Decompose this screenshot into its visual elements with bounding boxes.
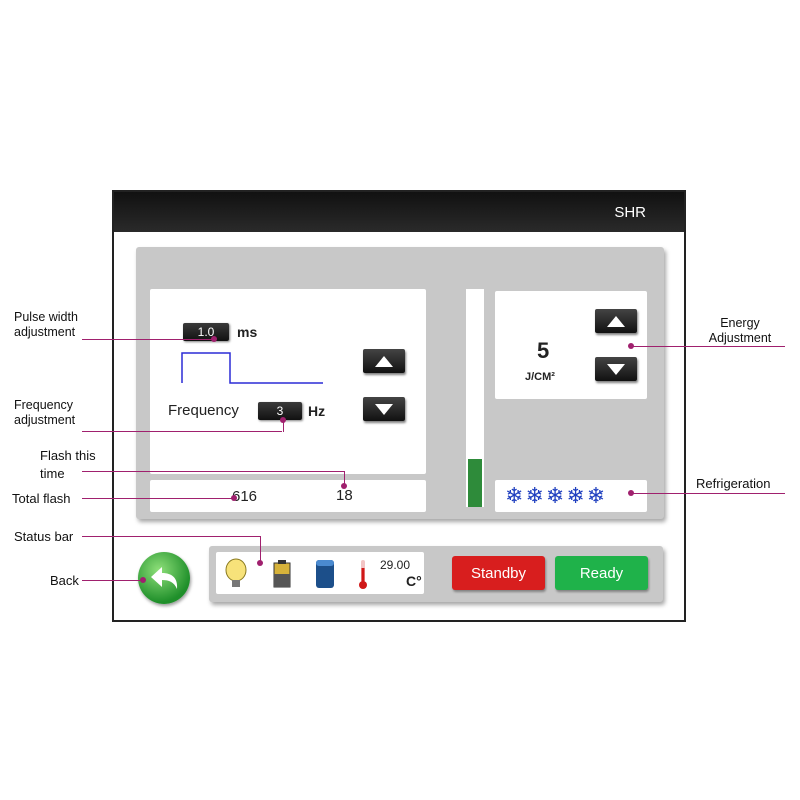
annotation-line xyxy=(260,536,261,562)
annotation-line xyxy=(283,420,284,432)
annotation-back: Back xyxy=(50,573,79,588)
annotation-line xyxy=(631,346,785,347)
arrow-down-icon xyxy=(375,403,393,415)
standby-button[interactable]: Standby xyxy=(452,556,545,590)
pulse-down-button[interactable] xyxy=(363,397,405,421)
energy-level-fill xyxy=(468,459,482,507)
battery-icon xyxy=(273,560,291,588)
pulse-width-unit: ms xyxy=(237,324,258,340)
energy-unit: J/CM² xyxy=(525,371,555,383)
annotation-status-bar: Status bar xyxy=(14,529,74,544)
annotation-dot xyxy=(211,336,217,342)
thermometer-icon xyxy=(359,560,367,589)
annotation-dot xyxy=(341,483,347,489)
main-panel: 1.0 ms Frequency 3 Hz 616 18 5 xyxy=(136,247,664,519)
annotation-line xyxy=(82,536,260,537)
flash-this-time-value: 18 xyxy=(336,487,353,504)
annotation-line xyxy=(82,498,234,499)
annotation-frequency: Frequency adjustment xyxy=(14,398,76,427)
pulse-width-value[interactable]: 1.0 xyxy=(183,323,229,341)
water-tank-icon xyxy=(316,560,334,588)
energy-down-button[interactable] xyxy=(595,357,637,381)
pulse-panel: 1.0 ms Frequency 3 Hz xyxy=(150,289,426,474)
snowflake-icon: ❄ xyxy=(505,483,524,508)
annotation-dot xyxy=(628,490,634,496)
annotation-line xyxy=(344,471,345,485)
device-screen: SHR 1.0 ms Frequency 3 Hz 616 18 xyxy=(112,190,686,622)
frequency-label: Frequency xyxy=(168,402,239,419)
snowflake-icon: ❄ xyxy=(525,483,544,508)
energy-level-bar xyxy=(466,289,484,507)
annotation-dot xyxy=(257,560,263,566)
annotation-line xyxy=(82,580,142,581)
arrow-up-icon xyxy=(607,315,625,327)
refrigeration-level: ❄❄❄❄❄ xyxy=(505,482,605,510)
annotation-dot xyxy=(628,343,634,349)
frequency-value[interactable]: 3 xyxy=(258,402,302,420)
temperature-value: 29.00 xyxy=(380,558,411,572)
annotation-refrigeration: Refrigeration xyxy=(696,476,771,491)
flash-count-panel: 616 18 xyxy=(150,480,426,512)
back-button[interactable] xyxy=(138,552,190,604)
snowflake-icon: ❄ xyxy=(566,483,585,508)
title-bar: SHR xyxy=(114,192,684,232)
energy-up-button[interactable] xyxy=(595,309,637,333)
snowflake-icon: ❄ xyxy=(545,483,565,508)
annotation-total-flash: Total flash xyxy=(12,491,71,506)
total-flash-value: 616 xyxy=(232,488,258,505)
temperature-unit: C° xyxy=(406,573,422,589)
energy-value: 5 xyxy=(537,338,550,363)
pulse-up-button[interactable] xyxy=(363,349,405,373)
frequency-unit: Hz xyxy=(308,403,326,419)
arrow-down-icon xyxy=(607,363,625,375)
annotation-pulse-width: Pulse width adjustment xyxy=(14,310,78,339)
bulb-icon xyxy=(225,558,247,587)
annotation-line xyxy=(631,493,785,494)
annotation-dot xyxy=(231,495,237,501)
annotation-energy: Energy Adjustment xyxy=(708,316,772,345)
arrow-up-icon xyxy=(375,355,393,367)
app-title: SHR xyxy=(614,204,646,221)
annotation-flash-this-time: Flash this time xyxy=(40,448,96,481)
status-bar: 29.00 C° Standby Ready xyxy=(209,546,663,602)
annotation-line xyxy=(82,471,344,472)
annotation-dot xyxy=(140,577,146,583)
annotation-line xyxy=(82,339,214,340)
refrigeration-panel[interactable]: ❄❄❄❄❄ xyxy=(495,480,647,512)
energy-panel: 5 J/CM² xyxy=(495,291,647,399)
annotation-line xyxy=(82,431,282,432)
back-arrow-icon xyxy=(151,567,178,589)
annotation-dot xyxy=(280,417,286,423)
pulse-waveform xyxy=(181,352,323,384)
ready-button[interactable]: Ready xyxy=(555,556,648,590)
snowflake-icon: ❄ xyxy=(586,483,606,508)
status-icons-panel: 29.00 C° xyxy=(216,552,424,594)
